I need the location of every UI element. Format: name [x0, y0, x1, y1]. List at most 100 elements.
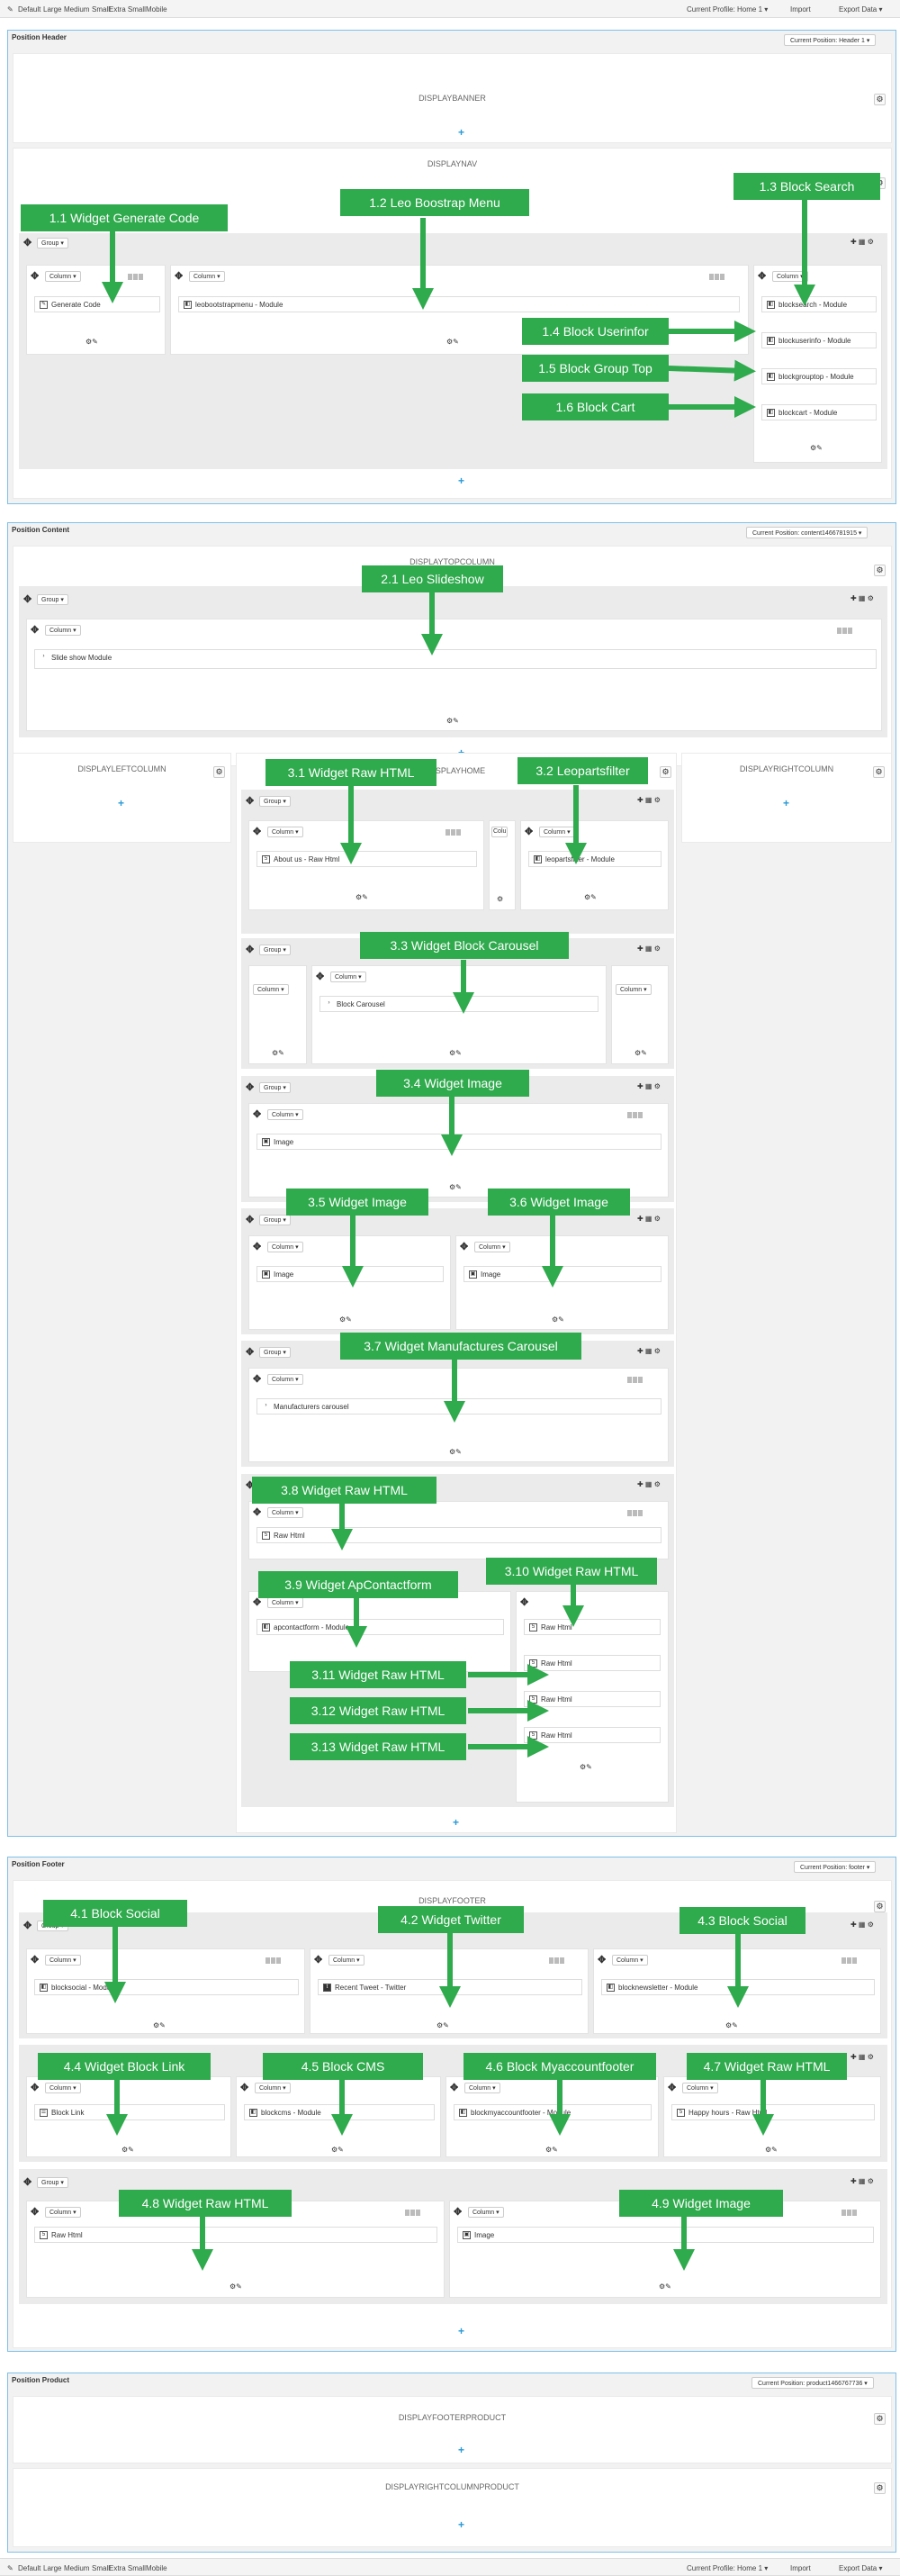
column-size-icon[interactable]	[446, 829, 469, 836]
move-icon[interactable]: ✥	[246, 1480, 255, 1491]
move-icon[interactable]: ✥	[23, 2177, 32, 2188]
current-position-dropdown[interactable]: Current Position: content1466781915 ▾	[746, 527, 868, 538]
move-icon[interactable]: ✥	[246, 945, 255, 955]
add-group-button[interactable]: +	[458, 2325, 465, 2337]
column-settings[interactable]: ⚙✎	[272, 1049, 284, 1057]
move-icon[interactable]: ✥	[450, 2083, 459, 2093]
column-dropdown[interactable]: Column ▾	[45, 625, 81, 636]
module-blocksocial[interactable]: ◧blocksocial - Module	[34, 1979, 299, 1995]
group-dropdown[interactable]: Group ▾	[259, 1082, 291, 1093]
module-blockgrouptop[interactable]: ◧blockgrouptop - Module	[761, 368, 877, 384]
move-icon[interactable]: ✥	[668, 2083, 677, 2093]
add-group-button[interactable]: +	[783, 797, 790, 809]
edit-icon[interactable]: ✎	[7, 2564, 14, 2572]
current-position-dropdown[interactable]: Current Position: footer ▾	[794, 1861, 877, 1873]
size-extra-small[interactable]: Extra Small	[109, 2564, 146, 2572]
move-icon[interactable]: ✥	[253, 827, 262, 837]
group-controls[interactable]: ✚ ▦ ⚙	[850, 594, 874, 602]
move-icon[interactable]: ✥	[31, 1955, 40, 1966]
size-mobile[interactable]: Mobile	[146, 2564, 167, 2572]
column-dropdown[interactable]: Column ▾	[464, 2083, 500, 2093]
group-dropdown[interactable]: Group ▾	[37, 238, 68, 249]
group-dropdown[interactable]: Group ▾	[37, 2177, 68, 2188]
size-small[interactable]: Small	[92, 2564, 111, 2572]
column-dropdown[interactable]: Column ▾	[255, 2083, 291, 2093]
group-controls[interactable]: ✚ ▦ ⚙	[637, 796, 661, 804]
column-dropdown[interactable]: Column ▾	[45, 2207, 81, 2218]
column-settings[interactable]: ⚙✎	[446, 717, 459, 725]
group-controls[interactable]: ✚ ▦ ⚙	[850, 238, 874, 246]
move-icon[interactable]: ✥	[525, 827, 534, 837]
module-apcontactform[interactable]: ◧apcontactform - Module	[256, 1619, 504, 1635]
column-settings[interactable]: ⚙✎	[449, 1183, 462, 1191]
module-image[interactable]: ▣Image	[457, 2227, 874, 2243]
gear-icon[interactable]: ⚙	[660, 766, 671, 778]
column-size-icon[interactable]	[405, 2210, 428, 2216]
move-icon[interactable]: ✥	[520, 1597, 529, 1608]
group-controls[interactable]: ✚ ▦ ⚙	[637, 1347, 661, 1355]
group-controls[interactable]: ✚ ▦ ⚙	[637, 1082, 661, 1090]
group-controls[interactable]: ✚ ▦ ⚙	[637, 1215, 661, 1223]
column-dropdown[interactable]: Column ▾	[539, 827, 575, 837]
column-settings[interactable]: ⚙✎	[230, 2282, 242, 2291]
move-icon[interactable]: ✥	[253, 1242, 262, 1252]
move-icon[interactable]: ✥	[23, 238, 32, 249]
column-dropdown[interactable]: Column ▾	[267, 827, 303, 837]
column-dropdown[interactable]: Column ▾	[772, 271, 808, 282]
move-icon[interactable]: ✥	[460, 1242, 469, 1252]
export-data-button[interactable]: Export Data ▾	[839, 2564, 883, 2572]
group-dropdown[interactable]: Group ▾	[37, 594, 68, 605]
column-settings[interactable]: ⚙✎	[356, 893, 368, 901]
column-settings[interactable]: ⚙✎	[634, 1049, 647, 1057]
move-icon[interactable]: ✥	[253, 1109, 262, 1120]
column-dropdown[interactable]: Column ▾	[616, 984, 652, 995]
add-group-button[interactable]: +	[453, 1816, 460, 1829]
column-settings[interactable]: ⚙✎	[449, 1448, 462, 1456]
column-dropdown[interactable]: Column ▾	[328, 1955, 364, 1966]
module-leobootstrapmenu[interactable]: ◧leobootstrapmenu - Module	[178, 296, 740, 312]
gear-icon[interactable]: ⚙	[873, 766, 885, 778]
move-icon[interactable]: ✥	[314, 1955, 323, 1966]
move-icon[interactable]: ✥	[598, 1955, 607, 1966]
column-dropdown[interactable]: Column ▾	[267, 1109, 303, 1120]
column-size-icon[interactable]	[842, 1957, 865, 1964]
column-settings[interactable]: ⚙✎	[810, 444, 823, 452]
size-extra-small[interactable]: Extra Small	[109, 5, 146, 14]
move-icon[interactable]: ✥	[31, 625, 40, 636]
group-dropdown[interactable]: Group ▾	[259, 1347, 291, 1358]
column-dropdown[interactable]: Column ▾	[45, 1955, 81, 1966]
gear-icon[interactable]: ⚙	[213, 766, 225, 778]
gear-icon[interactable]: ⚙	[874, 565, 886, 576]
group-controls[interactable]: ✚ ▦ ⚙	[850, 2053, 874, 2061]
add-group-button[interactable]: +	[458, 475, 465, 487]
column-dropdown[interactable]: Column ▾	[267, 1374, 303, 1385]
module-blockuserinfo[interactable]: ◧blockuserinfo - Module	[761, 332, 877, 348]
group-controls[interactable]: ✚ ▦ ⚙	[850, 1921, 874, 1929]
move-icon[interactable]: ✥	[253, 1597, 262, 1608]
column-settings[interactable]: ⚙✎	[122, 2146, 134, 2154]
size-medium[interactable]: Medium	[64, 5, 90, 14]
move-icon[interactable]: ✥	[246, 1215, 255, 1225]
module-slideshow[interactable]: ›Slide show Module	[34, 649, 877, 669]
column-dropdown[interactable]: Column ▾	[253, 984, 289, 995]
column-dropdown[interactable]: Column ▾	[45, 271, 81, 282]
size-mobile[interactable]: Mobile	[146, 5, 167, 14]
add-group-button[interactable]: +	[458, 2444, 465, 2456]
module-blockcart[interactable]: ◧blockcart - Module	[761, 404, 877, 420]
group-controls[interactable]: ✚ ▦ ⚙	[637, 1480, 661, 1488]
column-size-icon[interactable]	[627, 1112, 651, 1118]
column-dropdown[interactable]: Column ▾	[330, 972, 366, 982]
add-group-button[interactable]: +	[458, 126, 465, 139]
column-dropdown[interactable]: Column ▾	[189, 271, 225, 282]
column-size-icon[interactable]	[709, 274, 733, 280]
column-dropdown[interactable]: Column ▾	[468, 2207, 504, 2218]
move-icon[interactable]: ✥	[316, 972, 325, 982]
column-dropdown[interactable]: Colu	[491, 827, 508, 837]
move-icon[interactable]: ✥	[253, 1507, 262, 1518]
column-dropdown[interactable]: Column ▾	[45, 2083, 81, 2093]
size-small[interactable]: Small	[92, 5, 111, 14]
